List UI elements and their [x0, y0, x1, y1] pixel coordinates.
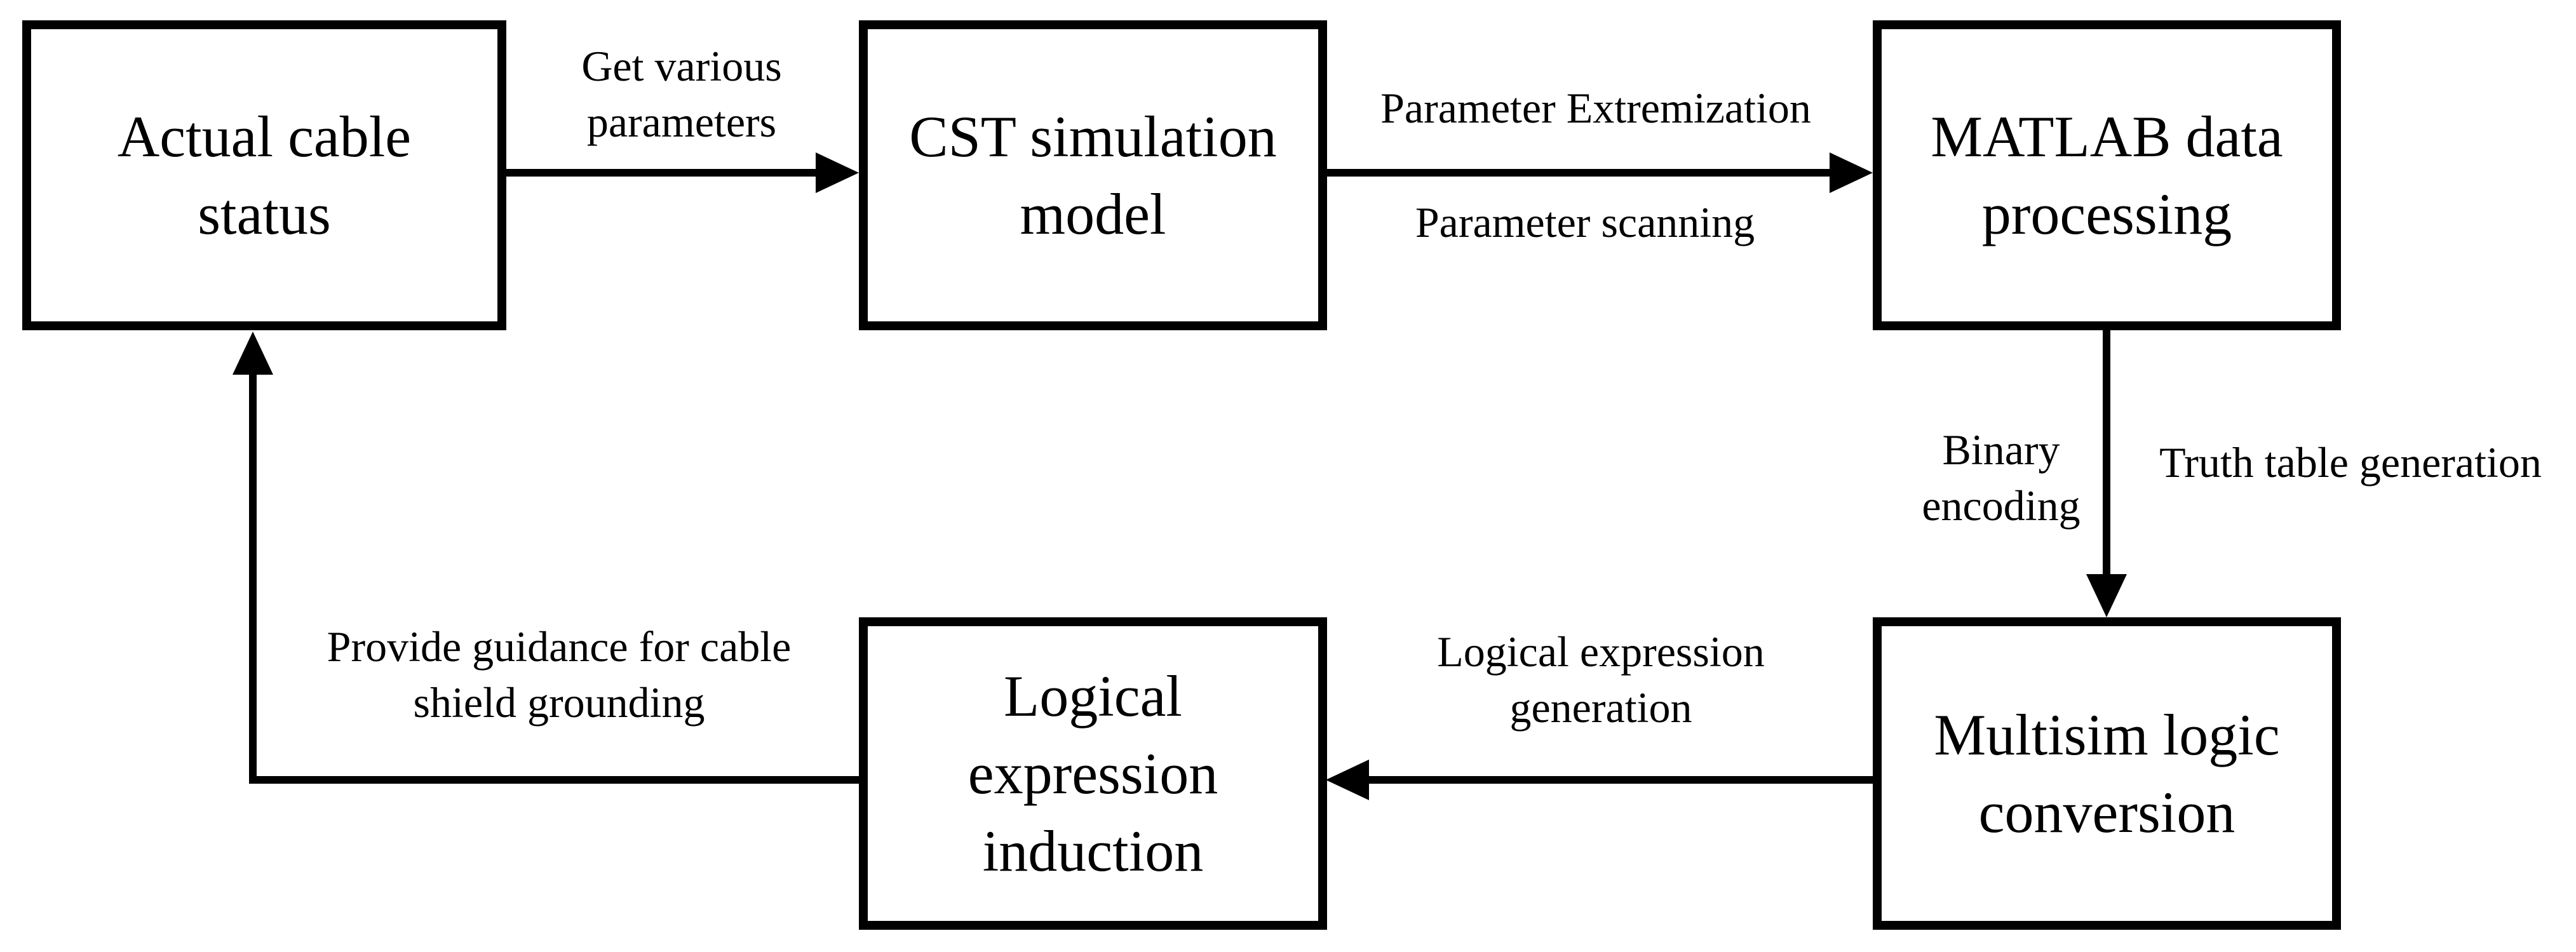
node-cst-simulation-model: CST simulation model	[859, 20, 1327, 330]
arrowhead-right-icon	[816, 152, 859, 193]
edge-label-get-various-parameters: Get various parameters	[581, 42, 782, 146]
node-label-actual-cable-status: Actual cable status	[117, 104, 412, 246]
arrow-elbow-shaft	[249, 375, 859, 784]
edge-label-parameter-scanning: Parameter scanning	[1415, 198, 1755, 246]
arrow-matlab-to-multisim	[2086, 330, 2127, 617]
node-label-logical-expression-induction: Logical expression induction	[968, 664, 1218, 883]
node-label-cst-simulation-model: CST simulation model	[909, 104, 1277, 246]
node-label-multisim-logic-conversion: Multisim logic conversion	[1934, 702, 2280, 845]
arrowhead-right-icon	[1830, 152, 1873, 193]
arrow-logical-to-actual	[233, 332, 859, 784]
edge-label-provide-guidance: Provide guidance for cable shield ground…	[327, 622, 792, 727]
node-actual-cable-status: Actual cable status	[22, 20, 506, 330]
arrow-actual-to-cst	[506, 152, 859, 193]
node-logical-expression-induction: Logical expression induction	[859, 617, 1327, 930]
edge-label-truth-table-generation: Truth table generation	[2159, 438, 2542, 486]
arrowhead-down-icon	[2086, 574, 2127, 617]
node-matlab-data-processing: MATLAB data processing	[1873, 20, 2341, 330]
arrowhead-up-icon	[233, 332, 273, 375]
arrow-multisim-to-logical	[1326, 760, 1873, 800]
node-label-matlab-data-processing: MATLAB data processing	[1931, 104, 2283, 246]
arrowhead-left-icon	[1326, 760, 1369, 800]
edge-label-logical-expression-generation: Logical expression generation	[1437, 627, 1765, 732]
node-multisim-logic-conversion: Multisim logic conversion	[1873, 617, 2341, 930]
edge-label-parameter-extremization: Parameter Extremization	[1380, 84, 1811, 132]
arrow-cst-to-matlab	[1327, 152, 1873, 193]
edge-label-binary-encoding: Binary encoding	[1922, 426, 2080, 530]
